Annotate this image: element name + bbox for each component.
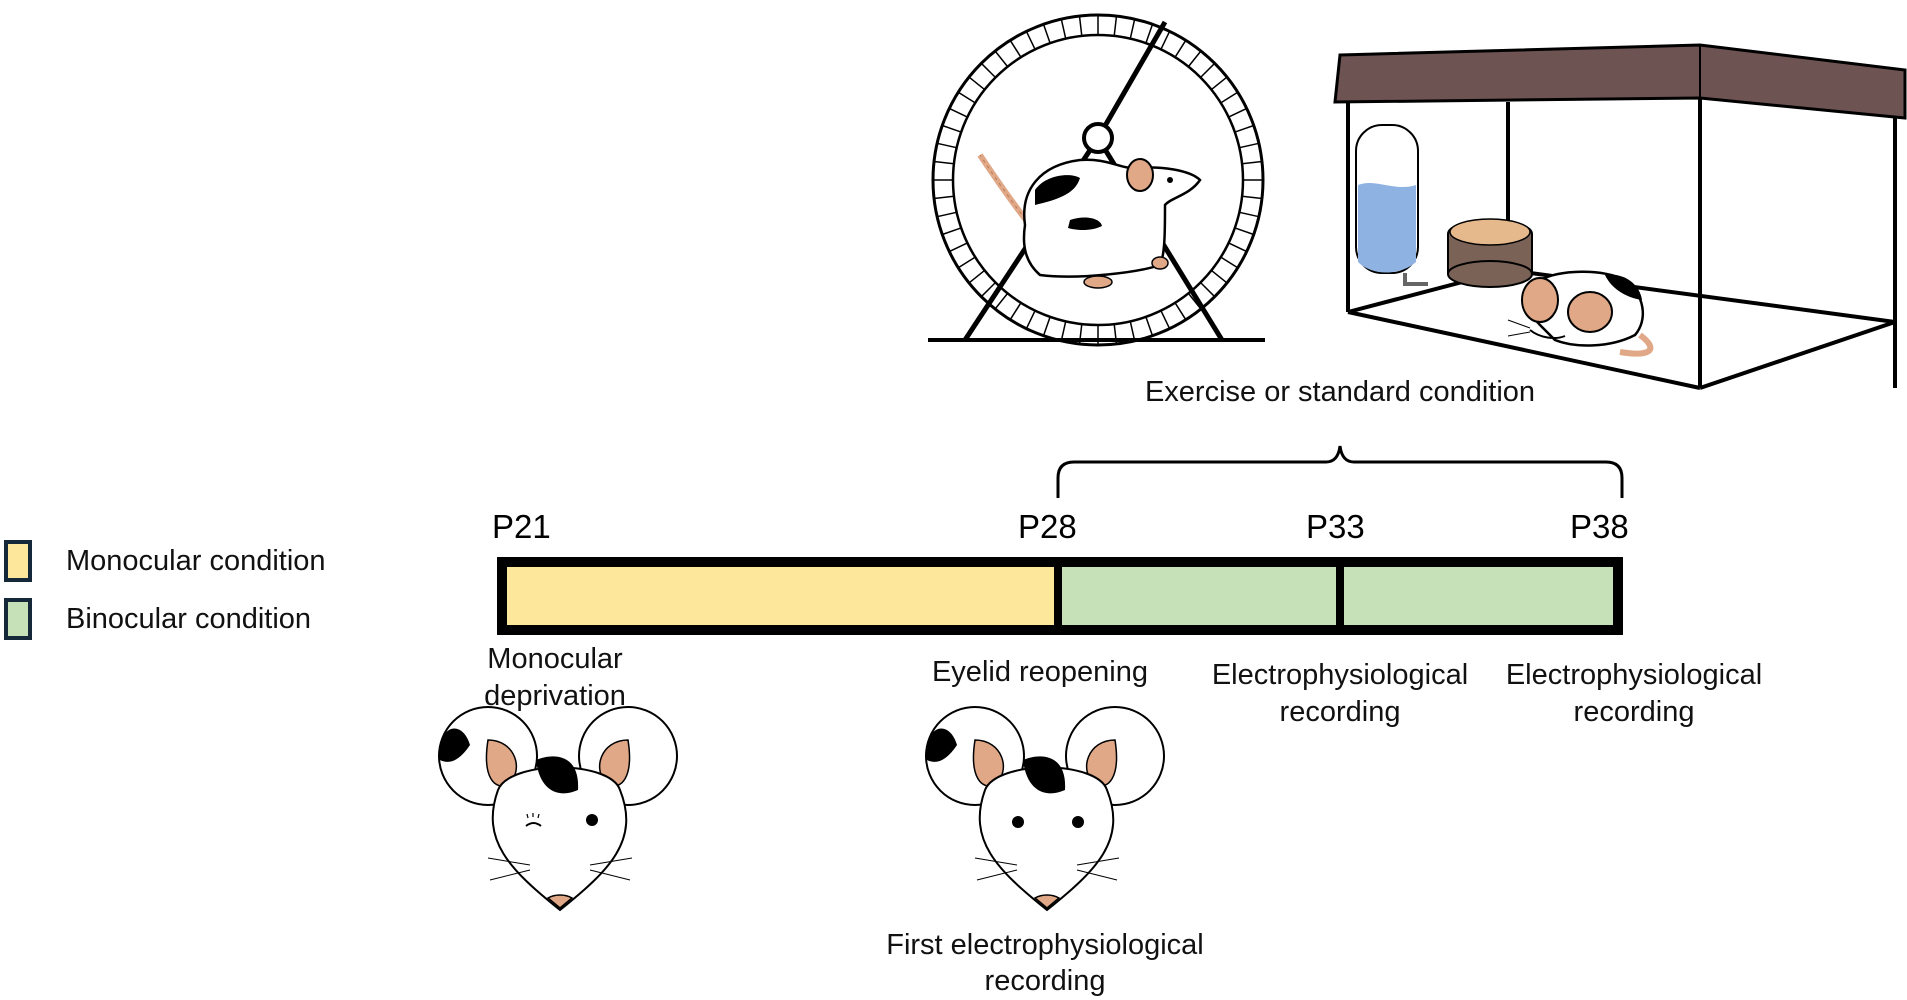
wheel-rung (1160, 30, 1171, 50)
wheel-rung (1239, 142, 1260, 149)
wheel-rung (936, 142, 957, 149)
wheel-rung (1234, 124, 1254, 133)
wheel-rung (1210, 76, 1228, 91)
wheel-rung (936, 211, 957, 218)
wheel-rung (994, 50, 1009, 68)
event-monocular-deprivation-line1: Monocular (487, 643, 623, 675)
wheel-rung (948, 242, 968, 253)
wheel-rung (968, 269, 986, 284)
event-p33-recording-line1: Electrophysiological (1211, 659, 1469, 691)
wheel-rung (1129, 321, 1136, 342)
event-first-recording-line1: First electrophysiological (886, 929, 1204, 961)
wheel-rung (1060, 18, 1067, 39)
wheel-rung (942, 227, 962, 236)
event-eyelid-reopening: Eyelid reopening (931, 656, 1149, 688)
wheel-rung (1210, 269, 1228, 284)
timeline-segment-p21-p28 (506, 566, 1054, 626)
wheel-rung (933, 195, 954, 200)
event-p38-recording-line1: Electrophysiological (1505, 659, 1763, 691)
exercise-bracket (1056, 445, 1624, 498)
wheel-rung (957, 256, 976, 269)
tick-label-p33: P33 (1306, 508, 1365, 545)
wheel-rung (1242, 195, 1263, 200)
cage-mouse (1507, 270, 1654, 357)
tick-label-p28: P28 (1018, 508, 1077, 545)
wheel-rung (1174, 39, 1187, 58)
wheel-rung (1145, 316, 1154, 336)
wheel-rung (1042, 24, 1051, 44)
wheel-rung (1060, 321, 1067, 342)
timeline-bar (497, 557, 1623, 635)
wheel-rung (942, 124, 962, 133)
wheel-rung (968, 76, 986, 91)
wheel-rung (1025, 30, 1036, 50)
wheel-mouse (977, 153, 1202, 289)
wheel-rung (1145, 24, 1154, 44)
bracket-label: Exercise or standard condition (1144, 376, 1536, 408)
wheel-rung (1228, 242, 1248, 253)
wheel-rung (1234, 227, 1254, 236)
timeline-segment-p33-p38 (1344, 566, 1614, 626)
wheel-rung (994, 292, 1009, 310)
mouse-monocular-deprivation (438, 706, 678, 912)
wheel-rung (980, 281, 997, 298)
wheel-rung (1025, 310, 1036, 330)
event-p33-recording-line2: recording (1279, 696, 1401, 728)
wheel-rung (1199, 62, 1216, 79)
event-monocular-deprivation-line2: deprivation (484, 680, 626, 712)
wheel-rung (948, 107, 968, 118)
mouse-eyelid-reopened (925, 706, 1165, 912)
wheel-rung (1009, 302, 1022, 321)
wheel-rung (1239, 211, 1260, 218)
wheel-rung (1009, 39, 1022, 58)
wheel-rung (1242, 160, 1263, 165)
wheel-rung (1174, 302, 1187, 321)
cage-illustration (1333, 43, 1907, 390)
tick-label-p38: P38 (1570, 508, 1629, 545)
running-wheel-illustration (928, 13, 1265, 347)
tick-label-p21: P21 (492, 508, 551, 545)
wheel-rung (1199, 281, 1216, 298)
event-first-recording-line2: recording (984, 965, 1106, 997)
wheel-rung (1187, 50, 1202, 68)
wheel-rung (957, 91, 976, 104)
wheel-rung (933, 160, 954, 165)
legend-label-monocular: Monocular condition (66, 545, 326, 577)
wheel-rung (1160, 310, 1171, 330)
wheel-rung (1113, 15, 1118, 36)
wheel-rung (1220, 91, 1239, 104)
wheel-rung (1042, 316, 1051, 336)
legend-swatch-binocular (4, 598, 32, 640)
wheel-rung (1078, 15, 1083, 36)
wheel-rung (980, 62, 997, 79)
timeline-segment-p28-p33 (1062, 566, 1336, 626)
wheel-rung (1220, 256, 1239, 269)
event-p38-recording-line2: recording (1573, 696, 1695, 728)
legend-label-binocular: Binocular condition (66, 603, 312, 635)
wheel-rung (1129, 18, 1136, 39)
legend-swatch-monocular (4, 540, 32, 582)
wheel-rung (1228, 107, 1248, 118)
